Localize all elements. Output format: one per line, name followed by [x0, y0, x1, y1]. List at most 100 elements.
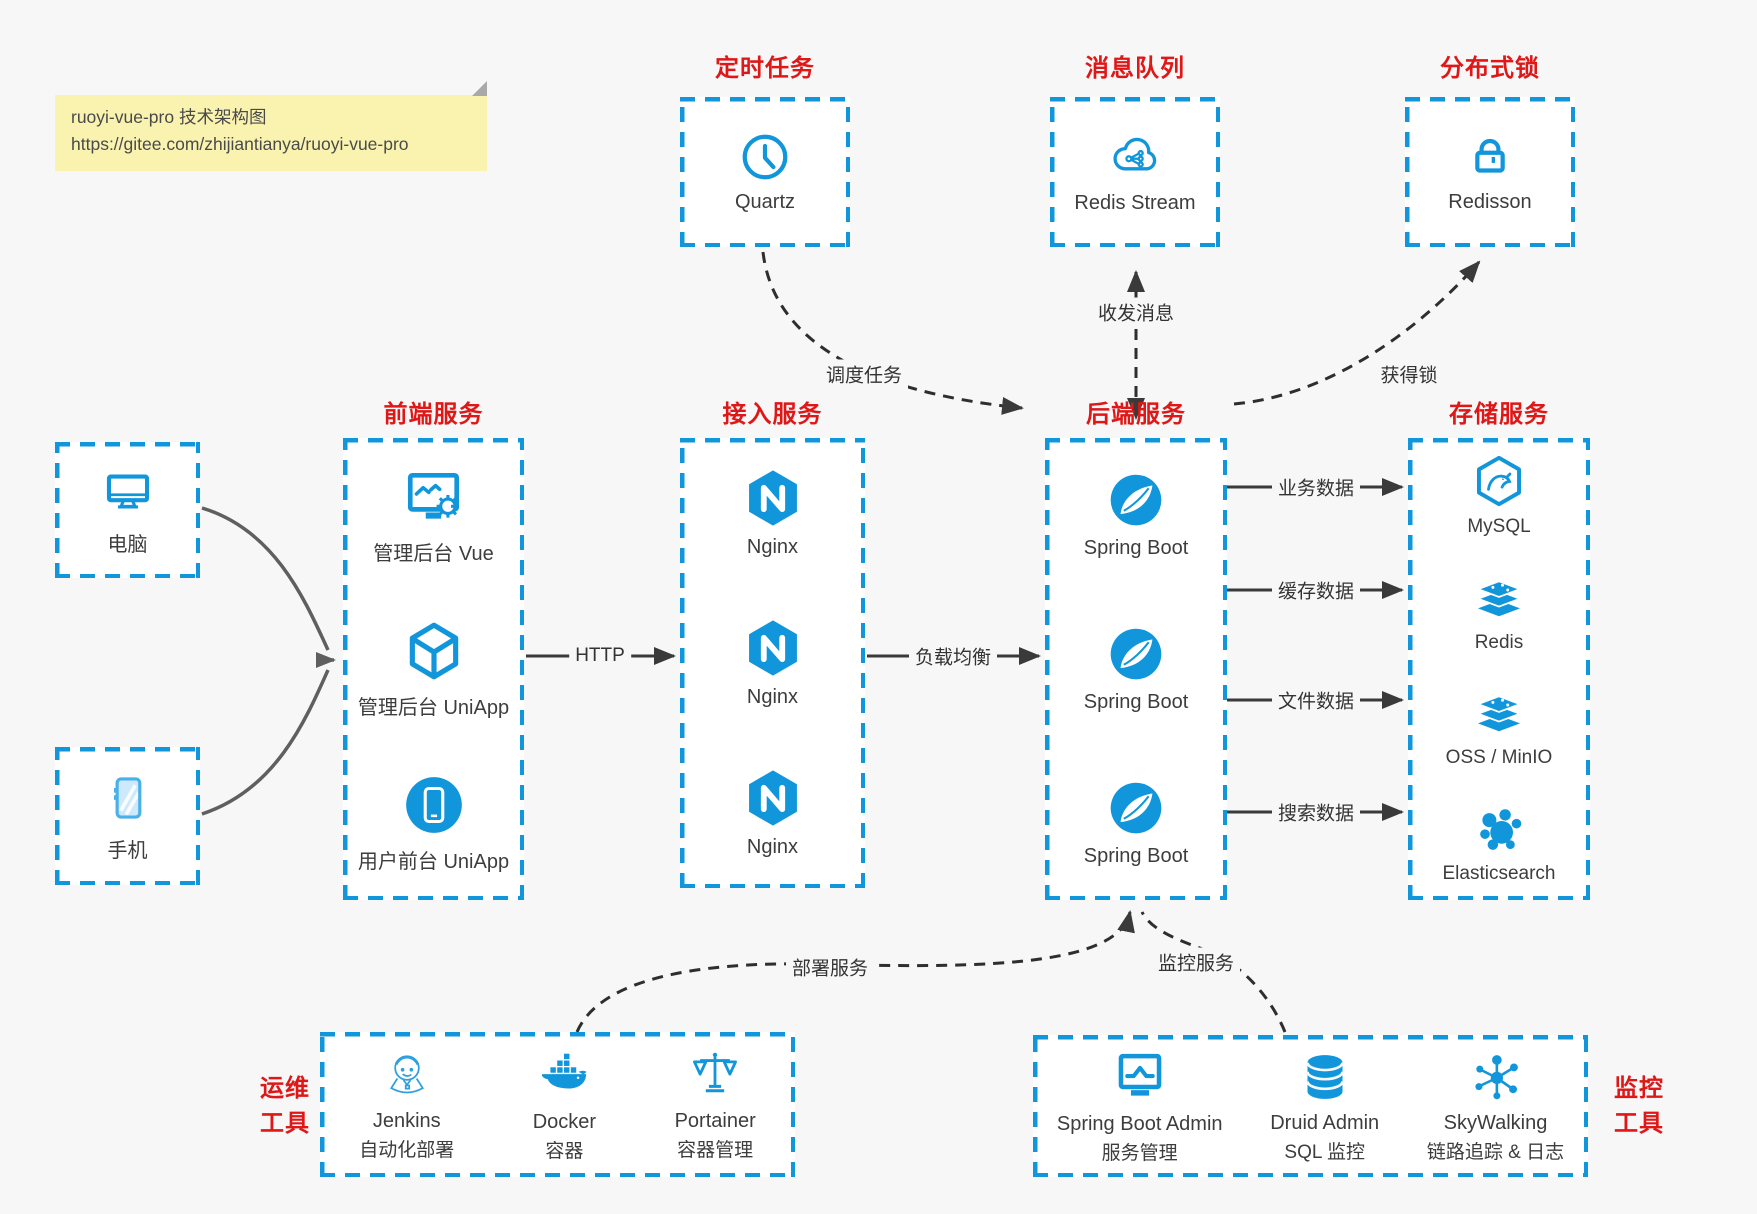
nginx-node-3: Nginx — [742, 767, 804, 859]
nginx-node-2: Nginx — [742, 617, 804, 709]
client-to-frontend-arrows — [201, 506, 336, 816]
nginx-label-1: Nginx — [746, 536, 799, 558]
elasticsearch-cluster-icon — [1471, 800, 1527, 856]
ops-box: Jenkins 自动化部署 Docker 容器 — [320, 1032, 795, 1177]
edge-label-schedule-task: 调度任务 — [819, 359, 909, 389]
edge-label-file-data: 文件数据 — [1271, 685, 1361, 715]
edge-label-deploy-service: 部署服务 — [785, 952, 875, 982]
lock-box: Redisson — [1405, 97, 1575, 247]
admin-uniapp-label: 管理后台 UniApp — [357, 697, 510, 719]
frontend-box: 管理后台 Vue 管理后台 UniApp 用户前台 UniApp — [343, 438, 524, 900]
sticky-note: ruoyi-vue-pro 技术架构图 https://gitee.com/zh… — [55, 81, 487, 171]
docker-whale-icon — [535, 1046, 593, 1104]
monitor-gear-icon — [401, 464, 467, 530]
monitor-chart-icon — [1111, 1048, 1169, 1106]
redis-stream-label: Redis Stream — [1074, 192, 1196, 214]
cube-icon — [401, 618, 467, 684]
druid-admin-label: Druid Admin — [1270, 1111, 1380, 1134]
redis-label: Redis — [1474, 631, 1524, 653]
elasticsearch-label: Elasticsearch — [1442, 862, 1556, 884]
network-hub-icon — [1468, 1049, 1524, 1105]
spring-boot-node-2: Spring Boot — [1083, 624, 1189, 714]
database-cylinder-icon — [1297, 1049, 1353, 1105]
nginx-node-1: Nginx — [742, 467, 804, 559]
mobile-node: 手机 — [99, 769, 157, 863]
scales-icon — [687, 1047, 743, 1103]
nginx-icon — [742, 767, 804, 829]
edge-label-acquire-lock: 获得锁 — [1374, 359, 1444, 389]
mysql-node: MySQL — [1467, 453, 1531, 538]
gateway-group-title: 接入服务 — [722, 401, 823, 428]
user-uniapp-node: 用户前台 UniApp — [358, 772, 509, 874]
admin-uniapp-node: 管理后台 UniApp — [358, 618, 509, 720]
druid-admin-node: Druid Admin SQL 监控 — [1270, 1049, 1379, 1164]
nginx-icon — [742, 617, 804, 679]
jenkins-node: Jenkins 自动化部署 — [359, 1047, 454, 1162]
ops-title-line2: 工具 — [260, 1109, 310, 1137]
sticky-note-fold-corner — [472, 81, 487, 96]
spring-boot-node-3: Spring Boot — [1083, 778, 1189, 868]
nginx-icon — [742, 467, 804, 529]
quartz-label: Quartz — [734, 191, 796, 213]
druid-admin-desc: SQL 监控 — [1284, 1141, 1365, 1163]
monitoring-title-line2: 工具 — [1614, 1109, 1664, 1137]
redisson-label: Redisson — [1448, 191, 1532, 213]
mq-group-title: 消息队列 — [1085, 55, 1185, 82]
elasticsearch-node: Elasticsearch — [1443, 800, 1556, 885]
ops-title-line1: 运维 — [260, 1075, 310, 1102]
desktop-monitor-icon — [99, 463, 157, 521]
note-title: ruoyi-vue-pro 技术架构图 — [71, 107, 267, 127]
pc-node: 电脑 — [99, 463, 157, 557]
smartphone-icon — [99, 769, 157, 827]
monitoring-title-line1: 监控 — [1614, 1075, 1664, 1102]
spring-leaf-icon — [1106, 624, 1166, 684]
edge-label-http: HTTP — [569, 644, 631, 668]
lock-group-title: 分布式锁 — [1440, 55, 1540, 82]
admin-vue-label: 管理后台 Vue — [373, 543, 494, 565]
edge-label-load-balance: 负载均衡 — [908, 641, 998, 671]
redis-node: Redis — [1471, 569, 1527, 654]
edge-label-cache-data: 缓存数据 — [1271, 575, 1361, 605]
spring-boot-admin-desc: 服务管理 — [1101, 1142, 1178, 1164]
gateway-box: Nginx Nginx Nginx — [680, 438, 865, 888]
spring-boot-admin-label: Spring Boot Admin — [1056, 1112, 1223, 1135]
spring-boot-label-1: Spring Boot — [1083, 537, 1189, 559]
portainer-node: Portainer 容器管理 — [675, 1047, 756, 1162]
pc-client-box: 电脑 — [55, 442, 200, 578]
spring-leaf-icon — [1106, 470, 1166, 530]
storage-box: MySQL Redis — [1408, 438, 1590, 900]
skywalking-label: SkyWalking — [1443, 1111, 1548, 1134]
docker-node: Docker 容器 — [533, 1046, 596, 1163]
ops-group-title: 运维 工具 — [251, 1072, 319, 1142]
edge-label-search-data: 搜索数据 — [1271, 797, 1361, 827]
pc-label: 电脑 — [107, 534, 148, 556]
spring-boot-admin-node: Spring Boot Admin 服务管理 — [1057, 1048, 1223, 1165]
redis-stream-node: Redis Stream — [1074, 129, 1196, 215]
lock-icon — [1463, 130, 1517, 184]
spring-boot-label-3: Spring Boot — [1083, 845, 1189, 867]
nginx-label-3: Nginx — [746, 836, 799, 858]
scheduler-box: Quartz — [680, 97, 850, 247]
user-uniapp-label: 用户前台 UniApp — [357, 851, 510, 873]
edge-label-send-receive-msg: 收发消息 — [1091, 297, 1181, 327]
jenkins-desc: 自动化部署 — [359, 1140, 455, 1161]
skywalking-desc: 链路追踪 & 日志 — [1426, 1141, 1565, 1163]
edge-label-biz-data: 业务数据 — [1271, 472, 1361, 502]
portainer-label: Portainer — [674, 1110, 756, 1132]
clock-icon — [738, 130, 792, 184]
quartz-node: Quartz — [735, 130, 795, 214]
backend-box: Spring Boot Spring Boot Spring Boot — [1045, 438, 1227, 900]
admin-vue-node: 管理后台 Vue — [373, 464, 494, 566]
monitoring-group-title: 监控 工具 — [1605, 1072, 1673, 1142]
cloud-share-icon — [1107, 129, 1163, 185]
redisson-node: Redisson — [1448, 130, 1532, 214]
monitoring-box: Spring Boot Admin 服务管理 Druid Admin SQL 监… — [1033, 1035, 1588, 1177]
nginx-label-2: Nginx — [746, 686, 799, 708]
spring-boot-label-2: Spring Boot — [1083, 691, 1189, 713]
mysql-icon — [1471, 453, 1527, 509]
mysql-label: MySQL — [1467, 516, 1531, 538]
backend-group-title: 后端服务 — [1086, 401, 1186, 428]
storage-stack-icon — [1471, 684, 1527, 740]
docker-desc: 容器 — [545, 1141, 584, 1162]
